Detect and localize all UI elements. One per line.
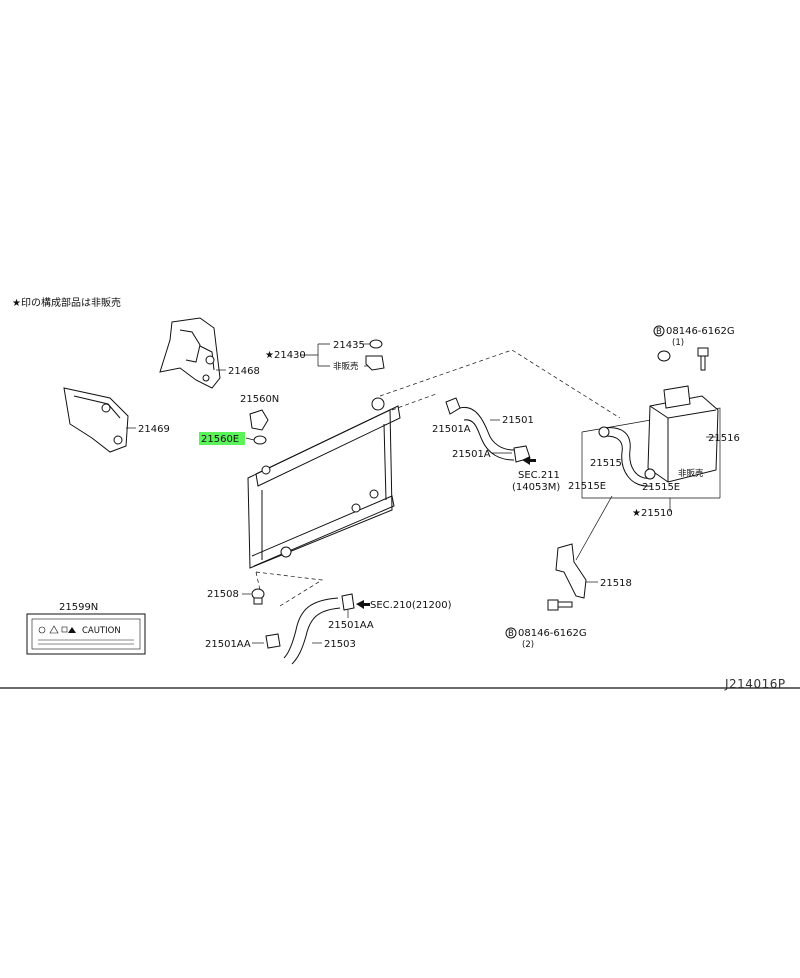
label-21469[interactable]: 21469 bbox=[138, 424, 170, 435]
dash-lower-hose bbox=[255, 571, 324, 607]
label-icon-4 bbox=[68, 627, 76, 633]
label-not-for-sale-1: 非販売 bbox=[333, 361, 359, 372]
label-bolt-top[interactable]: 08146-6162G bbox=[666, 326, 735, 337]
label-21430[interactable]: ★21430 bbox=[265, 350, 306, 361]
label-bolt-top-qty: (1) bbox=[672, 338, 684, 348]
drain-plug-21508[interactable] bbox=[251, 588, 265, 605]
warning-icon bbox=[49, 625, 59, 634]
leader-21560E bbox=[245, 437, 255, 441]
label-21560N[interactable]: 21560N bbox=[240, 394, 279, 405]
label-bolt-bottom[interactable]: 08146-6162G bbox=[518, 628, 587, 639]
reservoir-hose-21515[interactable] bbox=[603, 427, 653, 487]
highlight-21560E bbox=[199, 432, 245, 445]
label-21501A-2[interactable]: 21501A bbox=[452, 449, 491, 460]
label-21516[interactable]: 21516 bbox=[708, 433, 740, 444]
bracket-21510 bbox=[581, 407, 721, 498]
label-icon-3 bbox=[61, 626, 68, 633]
caution-text: CAUTION bbox=[82, 626, 121, 636]
label-21515E-2[interactable]: 21515E bbox=[642, 482, 680, 493]
radiator-cap[interactable] bbox=[365, 355, 385, 371]
label-21599N[interactable]: 21599N bbox=[59, 602, 98, 613]
bolt-marker-top-text: B bbox=[656, 327, 662, 337]
bracket-21518[interactable] bbox=[555, 543, 587, 599]
diagram-code: J214016P bbox=[724, 677, 786, 691]
label-21435[interactable]: 21435 bbox=[333, 340, 365, 351]
shroud-lower-21469[interactable] bbox=[63, 387, 129, 453]
label-21515[interactable]: 21515 bbox=[590, 458, 622, 469]
clamp-21501AA-upper[interactable] bbox=[341, 593, 355, 611]
leader-bracket-link bbox=[575, 495, 613, 561]
shroud-upper-21468[interactable] bbox=[159, 317, 221, 389]
bolt-top[interactable] bbox=[697, 347, 709, 371]
drain-cock-21560N[interactable] bbox=[249, 409, 269, 431]
reservoir-tank-21516[interactable] bbox=[647, 385, 719, 483]
clip-21515E-2[interactable] bbox=[644, 468, 656, 480]
bolt-marker-bottom-text: B bbox=[508, 629, 514, 639]
label-sec210[interactable]: SEC.210(21200) bbox=[370, 600, 452, 611]
bolt-marker-top bbox=[653, 325, 665, 337]
label-not-for-sale-2: 非販売 bbox=[678, 468, 704, 479]
label-21515E-1[interactable]: 21515E bbox=[568, 481, 606, 492]
label-21501A-1[interactable]: 21501A bbox=[432, 424, 471, 435]
caution-label-21599N[interactable]: CAUTION bbox=[26, 613, 146, 655]
clamp-21501AA-lower[interactable] bbox=[265, 633, 281, 649]
label-21508[interactable]: 21508 bbox=[207, 589, 239, 600]
label-sec211[interactable]: SEC.211 bbox=[518, 470, 560, 481]
clamp-21501A-upper[interactable] bbox=[445, 397, 461, 415]
dash-drain bbox=[255, 571, 261, 591]
bolt-bottom[interactable] bbox=[547, 599, 573, 611]
label-21503[interactable]: 21503 bbox=[324, 639, 356, 650]
header-note: ★印の構成部品は非販売 bbox=[12, 296, 121, 309]
label-21501AA-1[interactable]: 21501AA bbox=[328, 620, 374, 631]
arrow-sec210 bbox=[356, 600, 370, 609]
dash-upper-hose bbox=[379, 349, 621, 419]
label-icon-1 bbox=[38, 626, 46, 634]
seal-21435[interactable] bbox=[369, 339, 383, 349]
o-ring-21560E[interactable] bbox=[253, 435, 267, 445]
bracket-21510-b bbox=[581, 432, 720, 499]
label-bolt-bottom-qty: (2) bbox=[522, 640, 534, 650]
bracket-21430 bbox=[317, 343, 330, 367]
label-21518[interactable]: 21518 bbox=[600, 578, 632, 589]
label-21510[interactable]: ★21510 bbox=[632, 508, 673, 519]
reservoir-cap[interactable] bbox=[657, 350, 671, 362]
label-sec211-sub: (14053M) bbox=[512, 482, 560, 493]
label-21501AA-2[interactable]: 21501AA bbox=[205, 639, 251, 650]
label-21560E[interactable]: 21560E bbox=[201, 434, 239, 445]
dash-upper-hose-2 bbox=[391, 393, 437, 411]
clip-21515E-1[interactable] bbox=[598, 426, 610, 438]
upper-hose-21501[interactable] bbox=[459, 406, 515, 461]
arrow-sec211 bbox=[522, 456, 536, 465]
bolt-marker-bottom bbox=[505, 627, 517, 639]
label-21468[interactable]: 21468 bbox=[228, 366, 260, 377]
radiator-core[interactable] bbox=[247, 397, 401, 569]
lower-hose-21503[interactable] bbox=[283, 597, 341, 665]
label-21501-upper[interactable]: 21501 bbox=[502, 415, 534, 426]
